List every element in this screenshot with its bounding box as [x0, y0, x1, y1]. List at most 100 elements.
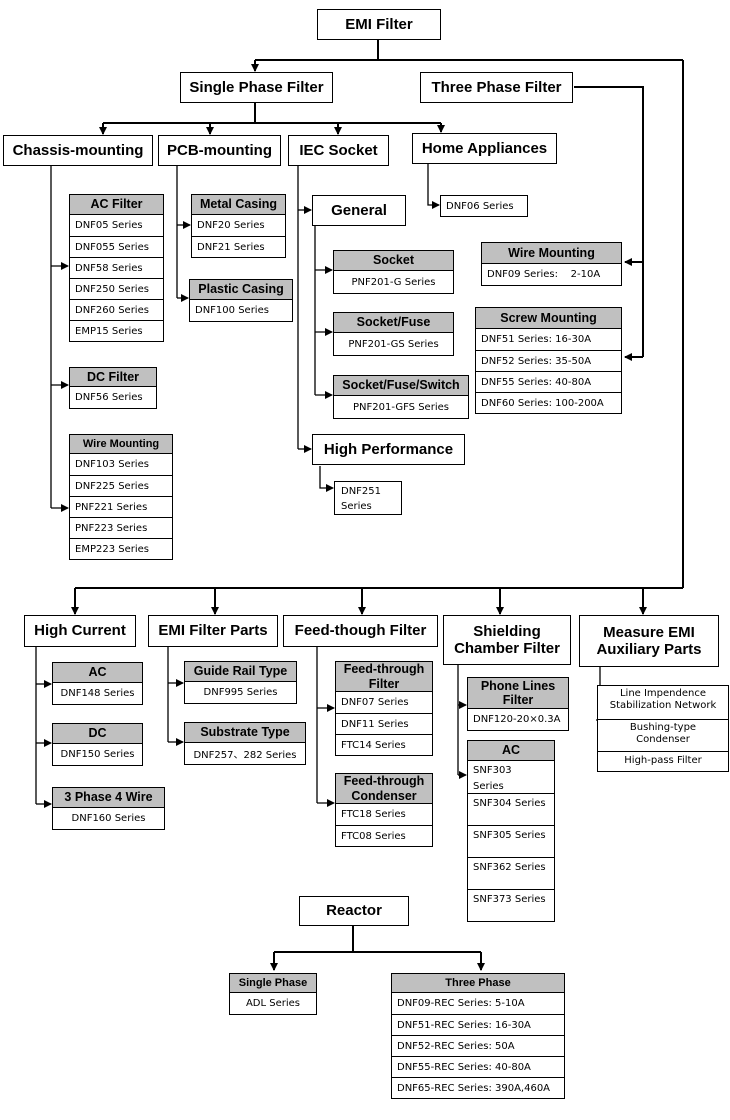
home-appliance-item-box: DNF06 Series	[440, 195, 528, 217]
shielding-ac-header[interactable]: AC	[468, 741, 554, 761]
reactor-three-header[interactable]: Three Phase	[392, 974, 564, 993]
list-item[interactable]: DNF55 Series: 40-80A	[476, 371, 621, 392]
list-item[interactable]: DNF250 Series	[70, 278, 163, 299]
screw-mounting-header[interactable]: Screw Mounting	[476, 308, 621, 329]
list-item[interactable]: FTC08 Series	[336, 825, 432, 846]
list-item[interactable]: DNF055 Series	[70, 236, 163, 257]
hc-ac-header[interactable]: AC	[53, 663, 142, 683]
list-item[interactable]: DNF251 Series	[341, 486, 382, 512]
hc-3phase4wire-group: 3 Phase 4 Wire DNF160 Series	[52, 787, 165, 830]
list-item[interactable]: ADL Series	[245, 998, 301, 1009]
ft-condenser-header[interactable]: Feed-through Condenser	[336, 774, 432, 804]
list-item[interactable]: FTC18 Series	[341, 809, 406, 820]
hc-dc-header[interactable]: DC	[53, 724, 142, 744]
list-item[interactable]: DNF150 Series	[60, 749, 135, 760]
list-item[interactable]: EMP223 Series	[70, 538, 172, 559]
list-item[interactable]: DNF56 Series	[75, 392, 143, 403]
list-item[interactable]: DNF148 Series	[60, 688, 135, 699]
socket-fuse-group: Socket/Fuse PNF201-GS Series	[333, 312, 454, 356]
list-item[interactable]: DNF51 Series: 16-30A	[481, 334, 592, 345]
general-header[interactable]: General	[312, 195, 406, 226]
wire-mounting-header[interactable]: Wire Mounting	[70, 435, 172, 454]
high-performance-header[interactable]: High Performance	[312, 434, 465, 465]
list-item[interactable]: DNF11 Series	[336, 713, 432, 734]
three-phase-filter[interactable]: Three Phase Filter	[420, 72, 573, 103]
list-item[interactable]: DNF257、282 Series	[193, 750, 297, 761]
ft-filter-header-label: Feed-through Filter	[343, 662, 425, 691]
list-item[interactable]: DNF06 Series	[446, 200, 514, 212]
emi-filter-parts[interactable]: EMI Filter Parts	[148, 615, 278, 647]
list-item[interactable]: High-pass Filter	[598, 751, 728, 771]
socket-fuse-header[interactable]: Socket/Fuse	[334, 313, 453, 333]
dc-filter-group: DC Filter DNF56 Series	[69, 367, 157, 409]
list-item[interactable]: Line Impendence Stabilization Network	[609, 688, 717, 711]
chassis-mounting[interactable]: Chassis-mounting	[3, 135, 153, 166]
list-item[interactable]: PNF201-GFS Series	[353, 401, 449, 413]
list-item[interactable]: DNF05 Series	[75, 220, 143, 231]
list-item[interactable]: DNF260 Series	[70, 299, 163, 320]
list-item[interactable]: DNF09-REC Series: 5-10A	[397, 998, 525, 1009]
ac-filter-group: AC Filter DNF05 Series DNF055 Series DNF…	[69, 194, 164, 342]
list-item[interactable]: DNF65-REC Series: 390A,460A	[392, 1077, 564, 1098]
root-emi-filter[interactable]: EMI Filter	[317, 9, 441, 40]
list-item[interactable]: DNF100 Series	[195, 305, 269, 316]
list-item[interactable]: DNF55-REC Series: 40-80A	[392, 1056, 564, 1077]
guide-rail-header[interactable]: Guide Rail Type	[185, 662, 296, 682]
list-item[interactable]: SNF373 Series	[468, 889, 554, 921]
list-item[interactable]: EMP15 Series	[70, 320, 163, 341]
reactor-three-group: Three Phase DNF09-REC Series: 5-10A DNF5…	[391, 973, 565, 1099]
list-item[interactable]: DNF21 Series	[192, 236, 285, 257]
list-item[interactable]: DNF160 Series	[71, 813, 146, 824]
ft-condenser-group: Feed-through Condenser FTC18 Series FTC0…	[335, 773, 433, 847]
list-item[interactable]: PNF201-G Series	[351, 276, 436, 288]
plastic-casing-header[interactable]: Plastic Casing	[190, 280, 292, 300]
list-item[interactable]: DNF09 Series: 2-10A	[487, 269, 601, 280]
list-item[interactable]: DNF52-REC Series: 50A	[392, 1035, 564, 1056]
list-item[interactable]: SNF304 Series	[468, 793, 554, 825]
single-phase-filter[interactable]: Single Phase Filter	[180, 72, 333, 103]
list-item[interactable]: PNF201-GS Series	[348, 338, 439, 350]
measure-emi-auxiliary-parts[interactable]: Measure EMI Auxiliary Parts	[579, 615, 719, 667]
list-item[interactable]: SNF305 Series	[468, 825, 554, 857]
list-item[interactable]: SNF303 Series	[473, 765, 512, 792]
list-item[interactable]: Bushing-type Condenser	[598, 719, 728, 751]
list-item[interactable]: DNF120-20×0.3A	[473, 714, 561, 725]
phone-lines-header[interactable]: Phone Lines Filter	[468, 678, 568, 709]
list-item[interactable]: DNF995 Series	[203, 687, 278, 698]
shielding-ac-group: AC SNF303 Series SNF304 Series SNF305 Se…	[467, 740, 555, 922]
list-item[interactable]: FTC14 Series	[336, 734, 432, 755]
list-item[interactable]: DNF225 Series	[70, 475, 172, 496]
home-appliances[interactable]: Home Appliances	[412, 133, 557, 164]
socket-header[interactable]: Socket	[334, 251, 453, 271]
high-performance-item-box: DNF251 Series	[334, 481, 402, 515]
substrate-header[interactable]: Substrate Type	[185, 723, 305, 743]
ft-filter-group: Feed-through Filter DNF07 Series DNF11 S…	[335, 661, 433, 756]
hc-3phase4wire-header[interactable]: 3 Phase 4 Wire	[53, 788, 164, 808]
reactor-single-header[interactable]: Single Phase	[230, 974, 316, 993]
list-item[interactable]: PNF223 Series	[70, 517, 172, 538]
list-item[interactable]: DNF07 Series	[341, 697, 409, 708]
list-item[interactable]: DNF58 Series	[70, 257, 163, 278]
socket-fuse-switch-header[interactable]: Socket/Fuse/Switch	[334, 376, 468, 396]
ft-filter-header[interactable]: Feed-through Filter	[336, 662, 432, 692]
feed-though-filter[interactable]: Feed-though Filter	[283, 615, 438, 647]
list-item[interactable]: DNF103 Series	[75, 459, 149, 470]
list-item[interactable]: PNF221 Series	[70, 496, 172, 517]
socket-group: Socket PNF201-G Series	[333, 250, 454, 294]
dc-filter-header[interactable]: DC Filter	[70, 368, 156, 387]
reactor[interactable]: Reactor	[299, 896, 409, 926]
ac-filter-header[interactable]: AC Filter	[70, 195, 163, 215]
iec-socket[interactable]: IEC Socket	[288, 135, 389, 166]
list-item[interactable]: DNF52 Series: 35-50A	[476, 350, 621, 371]
list-item[interactable]: DNF51-REC Series: 16-30A	[392, 1014, 564, 1035]
pcb-mounting[interactable]: PCB-mounting	[158, 135, 281, 166]
shielding-chamber-filter[interactable]: Shielding Chamber Filter	[443, 615, 571, 665]
metal-casing-header[interactable]: Metal Casing	[192, 195, 285, 215]
guide-rail-group: Guide Rail Type DNF995 Series	[184, 661, 297, 704]
list-item[interactable]: SNF362 Series	[468, 857, 554, 889]
list-item[interactable]: DNF20 Series	[197, 220, 265, 231]
list-item[interactable]: DNF60 Series: 100-200A	[476, 392, 621, 413]
high-current[interactable]: High Current	[24, 615, 136, 647]
three-wire-mounting-header[interactable]: Wire Mounting	[482, 243, 621, 264]
